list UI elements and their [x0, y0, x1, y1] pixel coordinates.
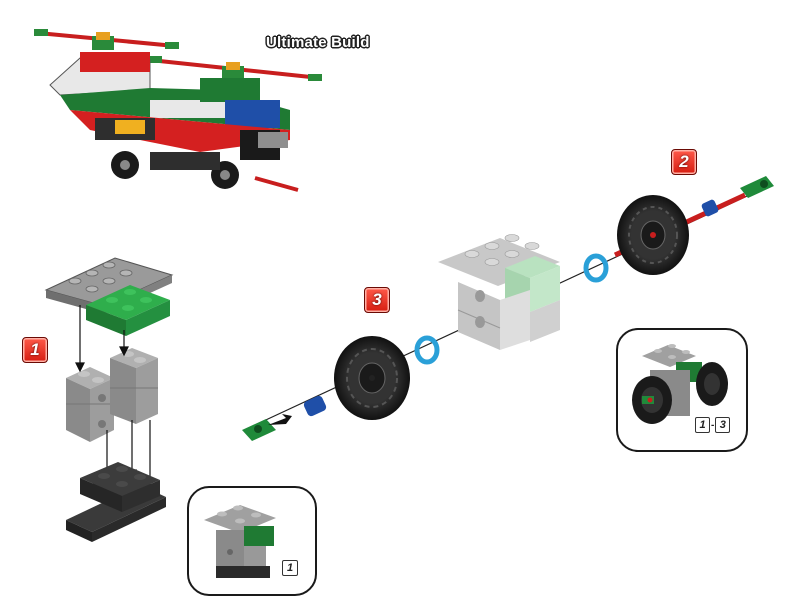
steps-1-3-result-illustration	[632, 344, 728, 424]
helicopter-model-illustration	[34, 29, 322, 190]
axle-assembly-illustration	[242, 176, 774, 441]
step-1-exploded-bricks	[46, 258, 172, 542]
step-1-result-illustration	[204, 505, 276, 578]
